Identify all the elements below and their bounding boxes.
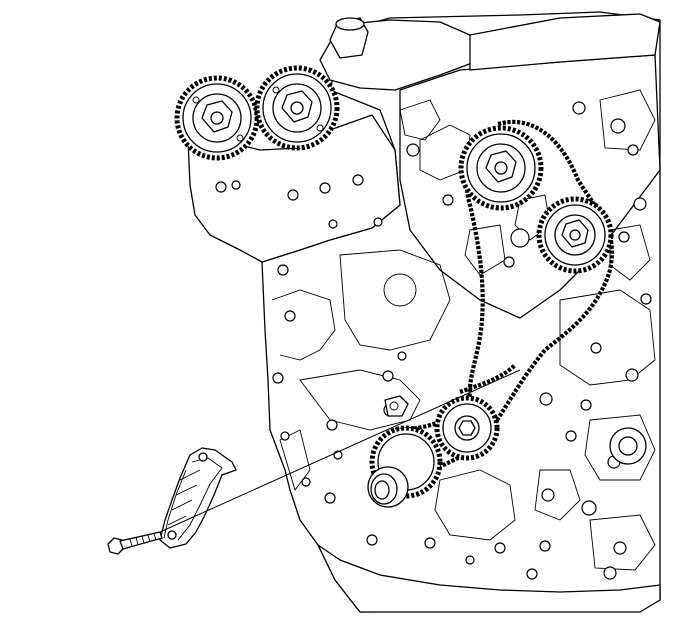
- left-bank-camshaft-sprockets: [174, 65, 340, 161]
- chain-guide: [159, 447, 237, 549]
- guide-bolt: [107, 531, 163, 555]
- left-intake-sprocket: [254, 65, 340, 151]
- crankshaft-sprocket: [367, 425, 443, 508]
- right-intake-sprocket: [536, 196, 614, 274]
- chain-tensioner: [384, 395, 409, 417]
- idler-sprocket: [434, 395, 500, 461]
- right-exhaust-sprocket: [458, 125, 544, 211]
- installation-line: [159, 369, 521, 533]
- left-exhaust-sprocket: [174, 75, 260, 161]
- right-bank-camshaft-sprockets: [458, 125, 614, 274]
